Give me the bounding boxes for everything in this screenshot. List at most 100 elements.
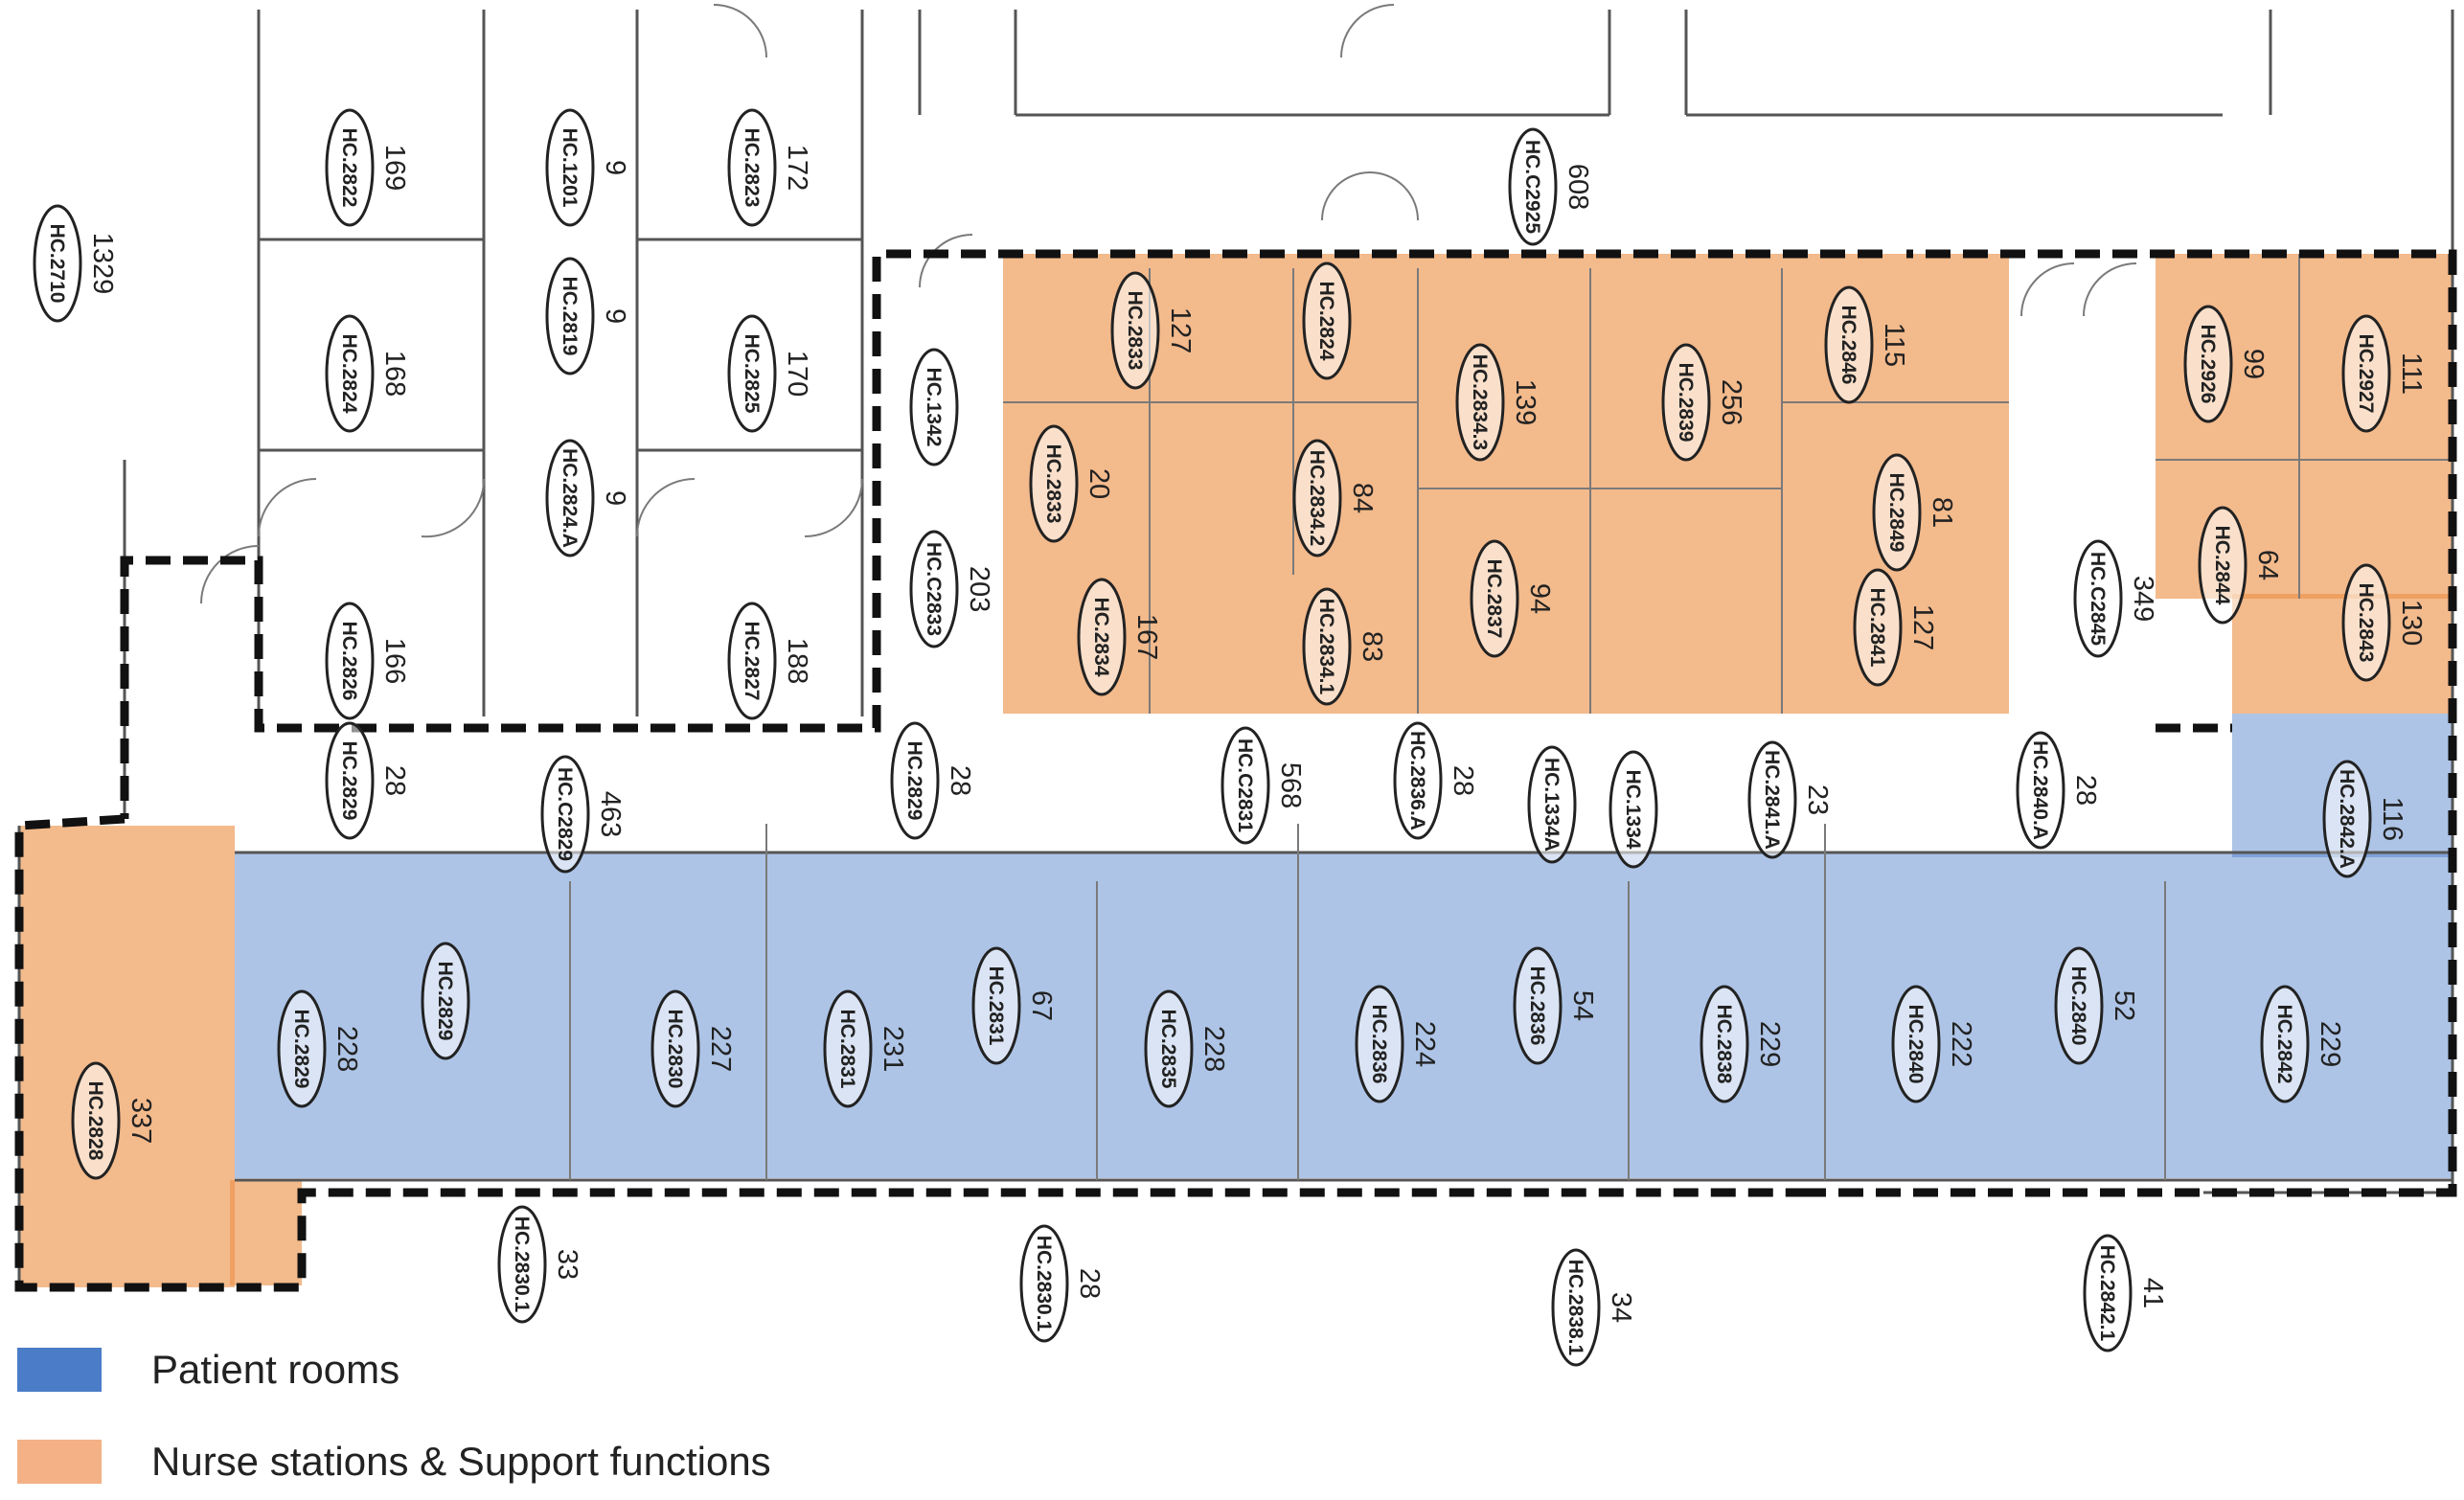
room-area: 168 xyxy=(379,351,410,397)
room-tag-id: HC.2846 xyxy=(1837,306,1859,385)
room-tag-id: HC.2831 xyxy=(985,966,1007,1046)
room-tag-ellipse xyxy=(1747,740,1797,859)
room-tag-id: HC.2824 xyxy=(338,334,360,414)
room-tag-ellipse xyxy=(1700,985,1749,1103)
room-tag-ellipse xyxy=(421,942,470,1060)
support-zone-left xyxy=(19,826,235,1287)
room-tag: HC.2838.1 34 xyxy=(1551,1248,1636,1367)
room-tag-id: HC.2834.2 xyxy=(1306,450,1328,546)
room-tag-ellipse xyxy=(2341,563,2391,682)
room-tag-id: HC.2830 xyxy=(664,1010,686,1089)
room-tag-ellipse xyxy=(1292,439,1342,557)
room-area: 1329 xyxy=(87,233,118,295)
room-tag-id: HC.2836 xyxy=(1368,1005,1390,1084)
room-tag-ellipse xyxy=(890,721,940,840)
room-area: 41 xyxy=(2137,1278,2168,1308)
legend-item-support: Nurse stations & Support functions xyxy=(17,1433,771,1490)
room-tag-id: HC.2830.1 xyxy=(1033,1236,1055,1332)
room-tag-id: HC.2823 xyxy=(741,128,763,208)
room-area: 84 xyxy=(1347,483,1378,513)
room-area: 130 xyxy=(2396,600,2427,646)
room-tag-ellipse xyxy=(325,602,375,720)
room-tag-ellipse xyxy=(650,989,700,1108)
room-tag: HC.2829 xyxy=(421,942,470,1060)
room-tag-ellipse xyxy=(2260,985,2310,1103)
room-area: 28 xyxy=(2070,775,2101,806)
room-tag-ellipse xyxy=(1110,271,1160,390)
room-tag-ellipse xyxy=(1144,989,1194,1108)
room-tag-id: HC.2839 xyxy=(1675,363,1697,443)
door-swings xyxy=(200,4,2137,604)
room-area: 9 xyxy=(600,160,630,175)
room-tag-ellipse xyxy=(1608,750,1658,869)
room-tag-ellipse xyxy=(2341,314,2391,433)
room-area: 34 xyxy=(1606,1292,1636,1323)
room-tag-ellipse xyxy=(2183,305,2233,423)
room-tag-ellipse xyxy=(2073,539,2123,658)
room-tag: HC.1342 xyxy=(909,348,959,466)
room-area: 64 xyxy=(2252,550,2283,580)
room-area: 54 xyxy=(1567,990,1598,1021)
room-area: 337 xyxy=(125,1098,156,1144)
room-tag-ellipse xyxy=(33,204,82,323)
room-tag-id: HC.2841 xyxy=(1866,588,1888,668)
room-tag-id: HC.2927 xyxy=(2355,334,2377,414)
room-tag-id: HC.2825 xyxy=(741,334,763,414)
room-tag-id: HC.2840.A xyxy=(2029,740,2051,840)
room-tag-ellipse xyxy=(1302,587,1352,706)
room-tag-id: HC.C2831 xyxy=(1234,739,1256,832)
room-tag: HC.2840.A 28 xyxy=(2016,731,2101,850)
room-area: 169 xyxy=(379,145,410,191)
room-area: 227 xyxy=(705,1026,736,1072)
room-tag-ellipse xyxy=(1872,453,1922,572)
room-tag-id: HC.2834.3 xyxy=(1469,354,1491,450)
room-tag-id: HC.2838.1 xyxy=(1564,1260,1586,1356)
room-tag-id: HC.2840 xyxy=(2067,966,2089,1046)
legend-item-patient-rooms: Patient rooms xyxy=(17,1341,771,1398)
room-area: 9 xyxy=(600,308,630,324)
room-tag-id: HC.2836.A xyxy=(1406,731,1428,830)
room-tag-id: HC.2829 xyxy=(434,962,456,1041)
room-area: 172 xyxy=(782,145,812,191)
room-tag-ellipse xyxy=(1019,1224,1069,1343)
room-tag-id: HC.1334A xyxy=(1540,758,1563,852)
room-tag-id: HC.2831 xyxy=(836,1010,858,1089)
room-tag-ellipse xyxy=(545,439,595,557)
room-tag-ellipse xyxy=(325,108,375,227)
room-area: 222 xyxy=(1946,1021,1976,1067)
room-tag-id: HC.2926 xyxy=(2197,325,2219,404)
room-tag: HC.2838 229 xyxy=(1700,985,1785,1103)
room-tag-ellipse xyxy=(2198,506,2247,625)
room-area: 229 xyxy=(1754,1021,1785,1067)
room-area: 23 xyxy=(1802,784,1833,815)
room-tag-ellipse xyxy=(545,108,595,227)
room-tag-ellipse xyxy=(727,602,777,720)
legend-label-patient-rooms: Patient rooms xyxy=(151,1347,400,1392)
room-tag-id: HC.2824 xyxy=(1315,282,1337,361)
room-tag-id: HC.2849 xyxy=(1885,473,1907,553)
room-tag-id: HC.2833 xyxy=(1042,444,1064,524)
room-tag-id: HC.2838 xyxy=(1713,1005,1735,1084)
room-tag-id: HC.2827 xyxy=(741,622,763,701)
room-tag-ellipse xyxy=(277,989,327,1108)
